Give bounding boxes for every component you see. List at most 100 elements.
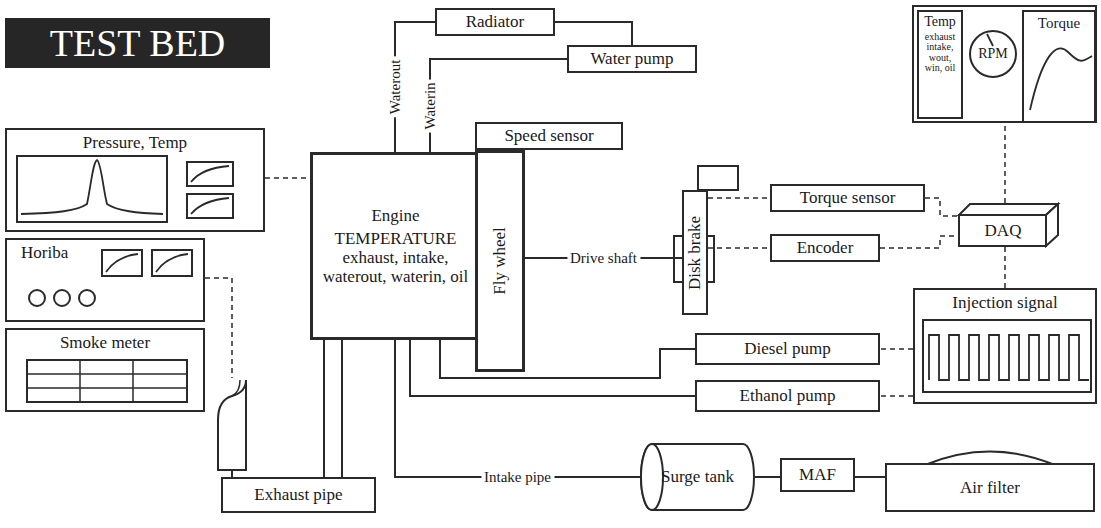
drawing-stroke	[970, 31, 1016, 77]
drawing-stroke	[641, 444, 754, 510]
drawing-stroke	[54, 290, 70, 306]
drawing-stroke	[106, 254, 138, 272]
drawing-stroke	[27, 373, 187, 375]
edge-label: Intake pipe	[481, 469, 554, 486]
drawing-stroke	[27, 387, 187, 389]
drawing-stroke	[29, 290, 45, 306]
component-box: Speed sensor	[475, 122, 623, 150]
component-label: Disk brake	[685, 215, 704, 289]
component-label: Speed sensor	[504, 126, 593, 145]
drawing-stroke	[205, 278, 232, 378]
signal-line	[880, 348, 913, 350]
drawing-stroke	[929, 335, 1089, 380]
component-box: Ethanol pump	[695, 380, 880, 412]
drawing-stroke	[925, 452, 1055, 466]
component-label: MAF	[799, 465, 836, 484]
component-box: Temp exhaust intake, wout, win, oil	[917, 10, 963, 119]
component-box: RPM	[968, 29, 1018, 79]
component-label: Ethanol pump	[740, 386, 836, 405]
drawing-stroke	[231, 470, 233, 478]
drawing-stroke	[156, 254, 188, 272]
component-label: RPM	[978, 46, 1008, 62]
component-box: Torque sensor	[770, 184, 925, 212]
signal-line	[1004, 123, 1006, 203]
drawing-stroke	[323, 340, 325, 478]
component-box: Injection signal	[913, 288, 1097, 404]
drawing-stroke	[191, 198, 229, 214]
signal-line	[265, 177, 310, 179]
drawing-stroke	[132, 360, 134, 402]
signal-line	[1004, 247, 1006, 288]
edge-label: Waterin	[422, 79, 439, 132]
component-label: Diesel pump	[744, 339, 830, 358]
component-label: Air filter	[960, 478, 1020, 497]
pipe-line	[755, 476, 780, 478]
drawing-stroke	[1030, 48, 1092, 110]
drawing-stroke	[21, 160, 163, 214]
signal-line	[708, 197, 770, 199]
component-label: Smoke meter	[60, 333, 150, 352]
component-label: Water pump	[590, 49, 673, 68]
component-label: Torque	[1038, 15, 1080, 32]
diagram-title: TEST BED	[5, 18, 270, 68]
component-box: Smoke meter	[5, 328, 205, 412]
drawing-stroke	[923, 320, 1091, 392]
component-box: MAF	[780, 458, 855, 492]
signal-line	[708, 247, 770, 249]
component-label: Encoder	[797, 238, 854, 257]
drawing-stroke	[959, 215, 1046, 246]
drawing-stroke	[27, 360, 187, 402]
component-label: Fly wheel	[490, 227, 509, 295]
component-label: Injection signal	[952, 293, 1057, 312]
drawing-stroke	[102, 250, 142, 276]
drawing-stroke	[152, 250, 192, 276]
drawing-stroke	[79, 360, 81, 402]
drawing-stroke	[187, 194, 233, 218]
edge-label: Drive shaft	[567, 250, 640, 267]
drawing-stroke	[886, 464, 1094, 511]
component-box: Radiator	[435, 8, 555, 36]
component-label: Engine	[371, 206, 419, 225]
component-label: Radiator	[466, 12, 525, 31]
part-label: Exhaust pipe	[222, 478, 375, 512]
component-box: EngineTEMPERATURE exhaust, intake, water…	[310, 152, 481, 340]
component-box: Water pump	[567, 45, 697, 73]
component-label: Torque sensor	[800, 188, 896, 207]
component-label: TEMPERATURE exhaust, intake, waterout, w…	[313, 229, 478, 286]
component-box: DAQ	[958, 203, 1062, 247]
signal-line	[925, 198, 958, 216]
component-box: Encoder	[770, 234, 880, 262]
drawing-stroke	[232, 380, 240, 396]
drawing-stroke	[987, 34, 993, 46]
pipe-line	[855, 476, 885, 478]
component-label: Temp	[924, 15, 956, 30]
component-box: Fly wheel	[475, 150, 525, 372]
component-label: Pressure, Temp	[83, 133, 187, 152]
component-box: Torque	[1022, 10, 1096, 123]
component-label: Horiba	[21, 243, 68, 262]
drawing-stroke	[17, 156, 167, 222]
component-box: Disk brake	[682, 190, 708, 315]
drawing-stroke	[341, 340, 343, 478]
drawing-stroke	[698, 166, 738, 190]
drawing-stroke	[187, 162, 233, 186]
signal-line	[880, 395, 913, 397]
signal-line	[880, 236, 958, 248]
component-box: Pressure, Temp	[5, 128, 265, 232]
drawing-stroke	[1046, 204, 1058, 246]
drawing-stroke	[191, 166, 229, 182]
drawing-stroke	[79, 290, 95, 306]
component-box: Air filter	[885, 446, 1095, 512]
drawing-stroke	[641, 444, 663, 510]
pipe-line	[555, 22, 632, 45]
component-box: Surge tank	[640, 442, 755, 512]
drawing-stroke	[222, 478, 375, 512]
edge-label: Waterout	[387, 57, 404, 118]
drawing-stroke	[959, 204, 1058, 215]
component-label: exhaust intake, wout, win, oil	[919, 32, 961, 74]
component-label: DAQ	[985, 221, 1022, 240]
component-box: Temp exhaust intake, wout, win, oil RPM Tor…	[912, 5, 1097, 123]
pipe-line	[410, 340, 695, 396]
drawing-stroke	[218, 380, 246, 470]
